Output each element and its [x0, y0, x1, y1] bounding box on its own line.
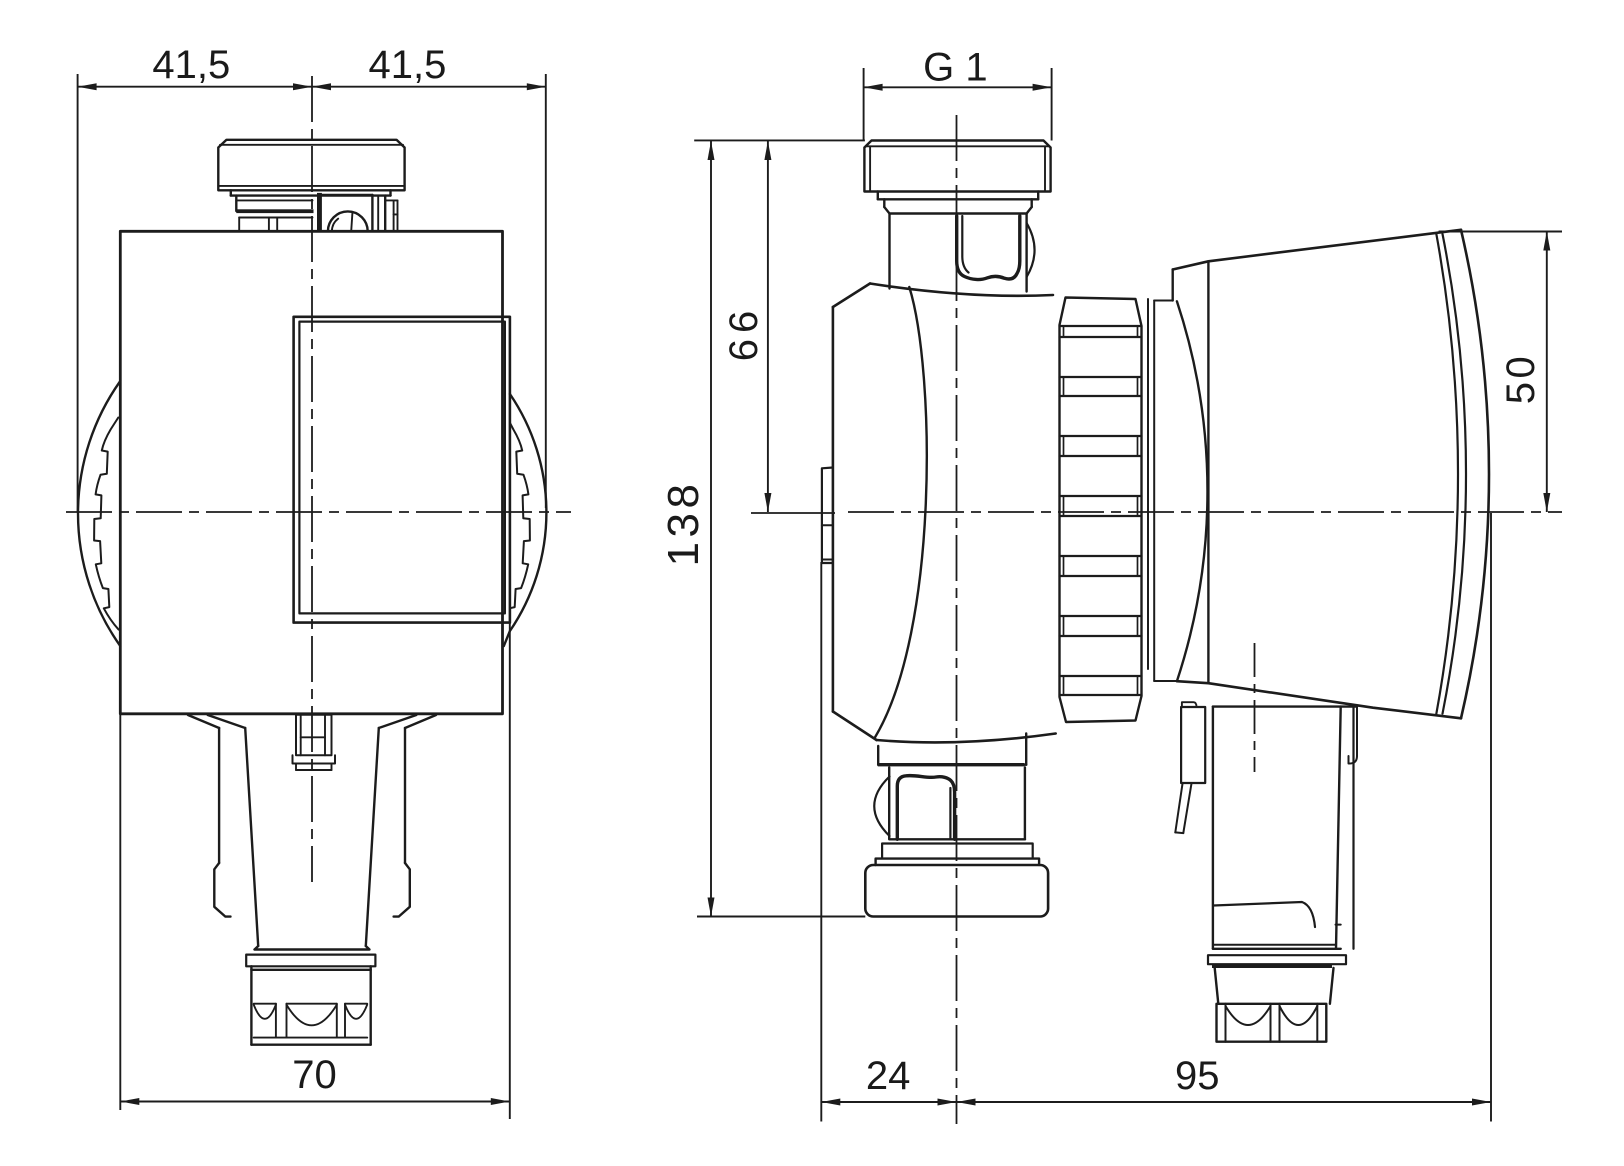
- svg-text:24: 24: [866, 1054, 911, 1098]
- svg-text:66: 66: [722, 305, 766, 362]
- svg-text:G 1: G 1: [923, 45, 987, 89]
- svg-text:50: 50: [1499, 353, 1543, 405]
- svg-text:95: 95: [1175, 1054, 1220, 1098]
- svg-text:70: 70: [292, 1053, 337, 1097]
- svg-text:138: 138: [659, 480, 708, 567]
- svg-text:41,5: 41,5: [152, 43, 230, 87]
- svg-text:41,5: 41,5: [368, 43, 446, 87]
